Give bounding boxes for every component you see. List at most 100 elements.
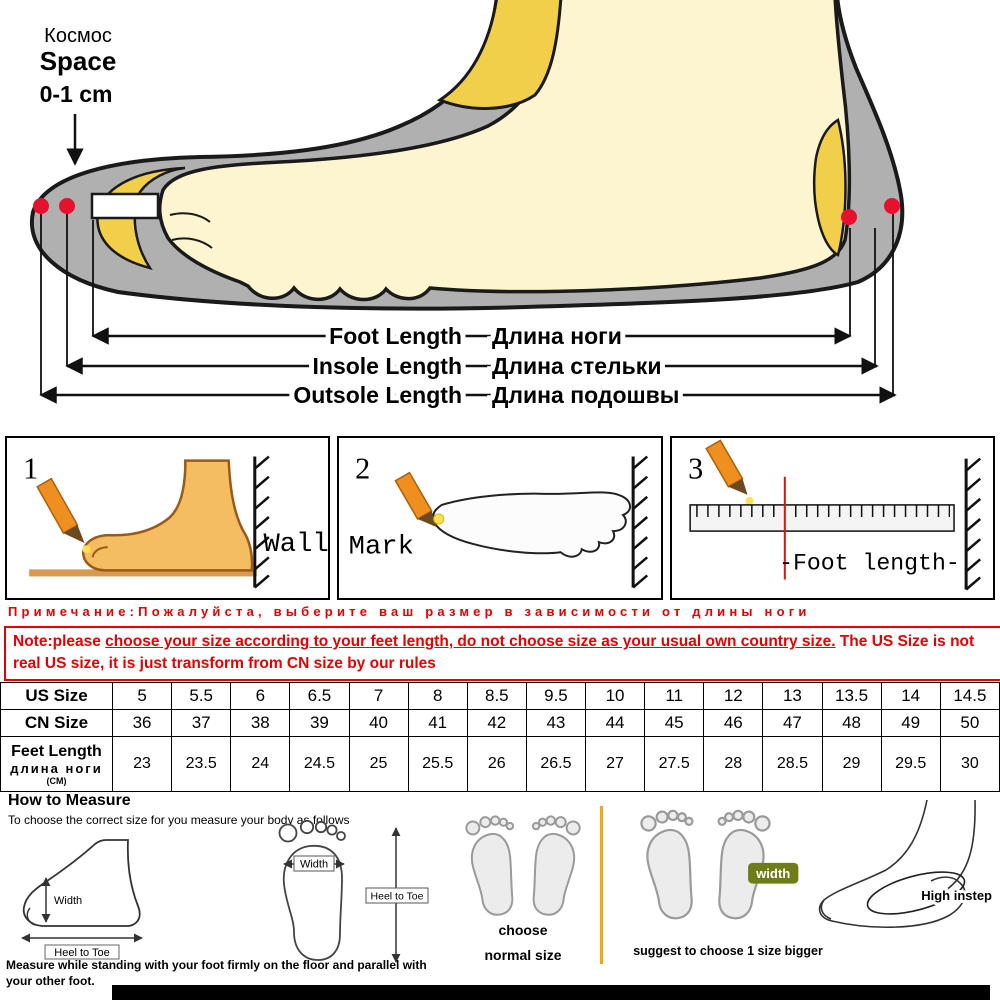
us-size-cell: 6.5 bbox=[289, 682, 350, 710]
us-size-cell: 9.5 bbox=[525, 682, 587, 710]
feet-length-cell: 26 bbox=[466, 736, 527, 792]
us-size-row-header: US Size bbox=[0, 682, 113, 710]
cn-size-cell: 50 bbox=[939, 709, 1000, 737]
high-instep-label: High instep bbox=[921, 888, 992, 903]
outsole-length-measure: Outsole Length Длина подошвы bbox=[39, 377, 897, 413]
cn-size-cell: 49 bbox=[880, 709, 941, 737]
russian-note: Примечание:Пожалуйста, выберите ваш разм… bbox=[8, 604, 811, 619]
footprint-outline bbox=[278, 820, 346, 961]
cn-size-cell: 38 bbox=[230, 709, 291, 737]
feet-length-cell: 24.5 bbox=[289, 736, 350, 792]
normal-size-footprints bbox=[465, 815, 581, 916]
pencil-icon bbox=[704, 439, 754, 505]
feet-length-cell: 28 bbox=[703, 736, 764, 792]
wall-label: Wall bbox=[263, 529, 328, 560]
wall-hatch bbox=[964, 457, 981, 591]
instep-highlight-ellipse bbox=[866, 871, 966, 915]
space-value: 0-1 cm bbox=[40, 81, 113, 107]
outsole-length-label-en: Outsole Length bbox=[293, 382, 462, 408]
cn-size-cell: 45 bbox=[644, 709, 705, 737]
insole-length-measure: Insole Length Длина стельки bbox=[65, 348, 879, 384]
foot-length-label-ru: Длина ноги bbox=[492, 323, 622, 349]
top-view-foot bbox=[432, 491, 632, 558]
note-rest: The US Size is not real US size, it is j… bbox=[13, 633, 975, 673]
side-foot-outline bbox=[22, 839, 141, 927]
cn-size-cell: 39 bbox=[289, 709, 350, 737]
foot-length-measure: Foot Length Длина ноги bbox=[91, 318, 852, 354]
insole-length-label-en: Insole Length bbox=[313, 353, 463, 379]
ruler bbox=[689, 504, 955, 532]
cn-size-cell: 41 bbox=[407, 709, 468, 737]
us-size-cell: 5 bbox=[111, 682, 173, 710]
footprint-right bbox=[531, 815, 581, 916]
choose-normal-size-caption: choose normal size bbox=[452, 918, 594, 967]
note-box: Note:please choose your size according t… bbox=[4, 626, 1000, 681]
feet-length-cell: 30 bbox=[939, 736, 1000, 792]
feet-length-cell: 28.5 bbox=[762, 736, 823, 792]
bigger-size-footprints: width bbox=[640, 809, 799, 920]
how-to-measure-subtitle: To choose the correct size for you measu… bbox=[8, 813, 350, 827]
us-size-cell: 8.5 bbox=[466, 682, 527, 710]
bottom-caption-bar bbox=[112, 985, 990, 1000]
toe-line bbox=[91, 546, 108, 558]
us-size-cell: 14.5 bbox=[939, 682, 1000, 710]
outsole-length-label-ru: Длина подошвы bbox=[492, 382, 679, 408]
us-size-cell: 11 bbox=[644, 682, 705, 710]
toe-line bbox=[26, 907, 36, 926]
us-size-cell: 12 bbox=[703, 682, 764, 710]
feet-length-cell: 25 bbox=[348, 736, 409, 792]
feet-length-cell: 25.5 bbox=[407, 736, 468, 792]
step-panel-3: 3 -Foot length- bbox=[669, 436, 995, 600]
foot-length-label-en: Foot Length bbox=[329, 323, 462, 349]
width-tag-label: width bbox=[755, 866, 790, 881]
wall-hatch bbox=[253, 455, 270, 589]
footprint-right bbox=[717, 809, 771, 920]
side-foot-measure-diagram: Width Heel to Toe bbox=[21, 839, 143, 960]
cn-size-cell: 48 bbox=[821, 709, 882, 737]
cn-size-row-header: CN Size bbox=[0, 709, 113, 737]
feet-length-cell: 23.5 bbox=[171, 736, 232, 792]
us-size-cell: 6 bbox=[230, 682, 291, 710]
us-size-cell: 10 bbox=[584, 682, 646, 710]
note-underlined: choose your size according to your feet … bbox=[105, 633, 836, 650]
feet-length-cell: 24 bbox=[230, 736, 291, 792]
us-size-cell: 14 bbox=[880, 682, 941, 710]
feet-length-cell: 27.5 bbox=[644, 736, 705, 792]
how-to-measure-section: How to Measure To choose the correct siz… bbox=[0, 792, 1000, 1000]
feet-length-cell: 29.5 bbox=[880, 736, 941, 792]
us-size-cell: 13.5 bbox=[821, 682, 882, 710]
table-row-feet-length: Feet Length длина ноги (CM) 23 23.5 24 2… bbox=[0, 736, 1000, 792]
footprint-measure-diagram: Width Heel to Toe bbox=[278, 820, 429, 963]
feet-length-cell: 29 bbox=[821, 736, 882, 792]
pencil-icon bbox=[36, 477, 91, 554]
space-annotation: Космос Space 0-1 cm bbox=[40, 25, 116, 166]
cn-size-cell: 36 bbox=[111, 709, 173, 737]
size-conversion-table: US Size 5 5.5 6 6.5 7 8 8.5 9.5 10 11 12… bbox=[0, 682, 1000, 792]
tongue-highlight bbox=[436, 0, 563, 110]
high-instep-diagram: High instep bbox=[818, 799, 995, 929]
mark-label: Mark bbox=[349, 531, 414, 562]
footprint-left bbox=[465, 815, 515, 916]
shoe-diagram-svg: Космос Space 0-1 cm Foot Length Длина но… bbox=[29, 0, 905, 413]
step-1-diagram: 1 Wall bbox=[23, 452, 328, 589]
cn-size-cell: 42 bbox=[466, 709, 527, 737]
toe-gap bbox=[90, 192, 160, 220]
cn-size-cell: 40 bbox=[348, 709, 409, 737]
us-size-cell: 13 bbox=[762, 682, 823, 710]
cn-size-cell: 47 bbox=[762, 709, 823, 737]
space-label-ru: Космос bbox=[44, 25, 112, 47]
heel-to-toe-label: Heel to Toe bbox=[371, 891, 424, 903]
cn-size-cell: 44 bbox=[584, 709, 646, 737]
us-size-cell: 7 bbox=[348, 682, 409, 710]
table-row-us: US Size 5 5.5 6 6.5 7 8 8.5 9.5 10 11 12… bbox=[0, 682, 1000, 710]
shoe-measurement-diagram: Космос Space 0-1 cm Foot Length Длина но… bbox=[0, 0, 1000, 432]
pencil-icon bbox=[394, 471, 445, 528]
wall-hatch bbox=[631, 455, 649, 589]
us-size-cell: 5.5 bbox=[171, 682, 232, 710]
cn-size-cell: 43 bbox=[525, 709, 587, 737]
side-foot bbox=[82, 459, 254, 572]
suggest-bigger-caption: suggest to choose 1 size bigger bbox=[633, 944, 823, 958]
note-prefix: Note:please bbox=[13, 633, 106, 650]
step-2-number: 2 bbox=[355, 452, 370, 486]
